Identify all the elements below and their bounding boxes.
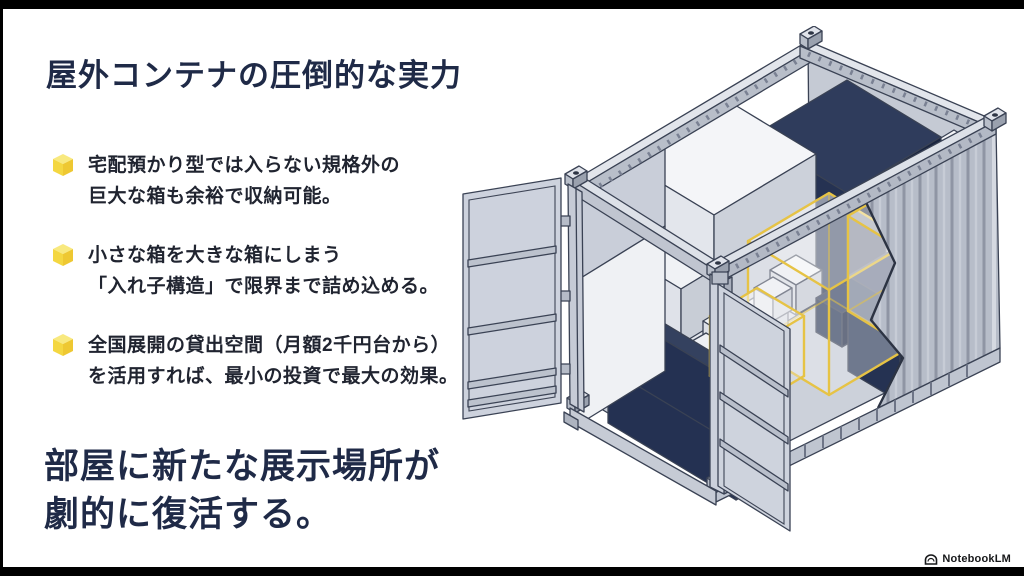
- bullet-text: 宅配預かり型では入らない規格外の 巨大な箱も余裕で収納可能。: [88, 155, 401, 207]
- notebooklm-logo: [925, 554, 938, 565]
- yellow-cube-icon: [53, 334, 73, 356]
- yellow-cube-icon: [53, 154, 73, 176]
- container-top-frame: [572, 40, 997, 285]
- container-door-right-open: [711, 271, 791, 532]
- closing-statement: 部屋に新たな展示場所が 劇的に復活する。: [44, 447, 441, 534]
- brand-watermark: NotebookLM: [924, 553, 1011, 565]
- yellow-cube-icon: [53, 244, 73, 266]
- bullet-text: 全国展開の貸出空間（月額2千円台から） を活用すれば、最小の投資で最大の効果。: [88, 335, 459, 387]
- bullet-list: 宅配預かり型では入らない規格外の 巨大な箱も余裕で収納可能。 小さな箱を大きな箱…: [50, 150, 470, 420]
- container-illustration: [462, 26, 1007, 532]
- list-item: 全国展開の貸出空間（月額2千円台から） を活用すれば、最小の投資で最大の効果。: [50, 330, 470, 392]
- list-item: 宅配預かり型では入らない規格外の 巨大な箱も余裕で収納可能。: [50, 150, 470, 212]
- container-bottom-rail: [563, 407, 717, 506]
- letterbox-edge-left: [0, 0, 3, 576]
- page-title: 屋外コンテナの圧倒的な実力: [46, 58, 462, 93]
- letterbox-bar-bottom: [0, 567, 1024, 576]
- letterbox-bar-top: [0, 0, 1024, 9]
- bullet-text: 小さな箱を大きな箱にしまう 「入れ子構造」で限界まで詰め込める。: [88, 245, 440, 297]
- door-hinge-post: [567, 183, 585, 413]
- nested-structure-highlight-box-1: [746, 191, 912, 397]
- list-item: 小さな箱を大きな箱にしまう 「入れ子構造」で限界まで詰め込める。: [50, 240, 470, 302]
- container-door-left-open: [462, 177, 571, 420]
- brand-label: NotebookLM: [942, 553, 1011, 565]
